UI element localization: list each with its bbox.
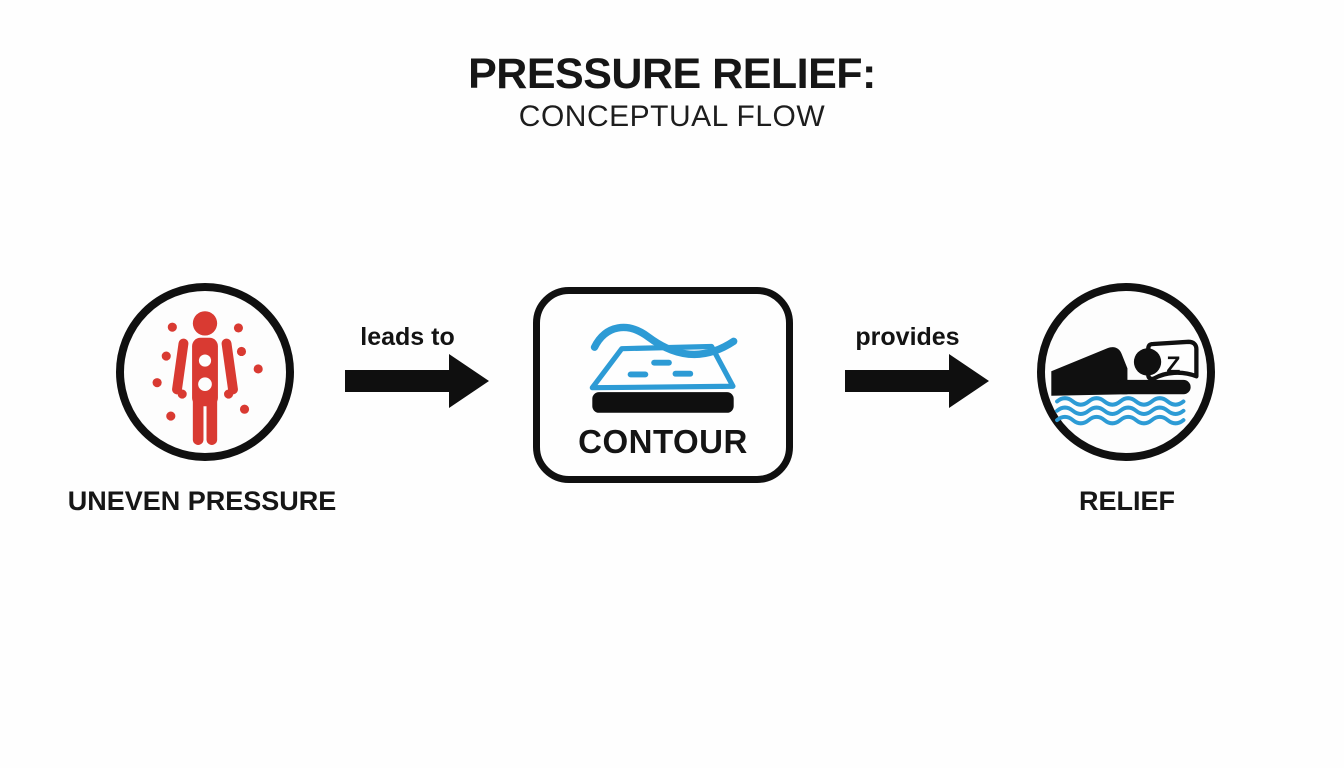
pressure-point-dot (198, 354, 212, 367)
diagram-title: PRESSURE RELIEF: (468, 50, 876, 98)
sleep-z-letter: Z (1166, 352, 1180, 378)
arrow-leads-to-label: leads to (360, 323, 455, 351)
pillow-outline (1146, 339, 1199, 382)
node-uneven-pressure-label: UNEVEN PRESSURE (67, 486, 337, 516)
sleeping-body (1051, 347, 1191, 396)
node-uneven-pressure (116, 283, 294, 461)
person-with-pressure-points-icon (152, 311, 263, 445)
diagram-subtitle: CONCEPTUAL FLOW (518, 100, 826, 133)
node-relief-label: RELIEF (1078, 486, 1175, 516)
comfort-waves (1055, 396, 1186, 426)
mattress-contour-icon (589, 323, 738, 413)
right-arrow-icon (345, 354, 489, 408)
arrow-provides-label: provides (855, 323, 960, 351)
node-contour-label: CONTOUR (578, 423, 748, 460)
right-arrow-icon (845, 354, 989, 408)
node-contour: CONTOUR (533, 287, 793, 483)
sleeping-person-icon: Z (1051, 339, 1199, 426)
pressure-point-dot (198, 377, 212, 391)
node-relief: Z (1037, 283, 1215, 461)
